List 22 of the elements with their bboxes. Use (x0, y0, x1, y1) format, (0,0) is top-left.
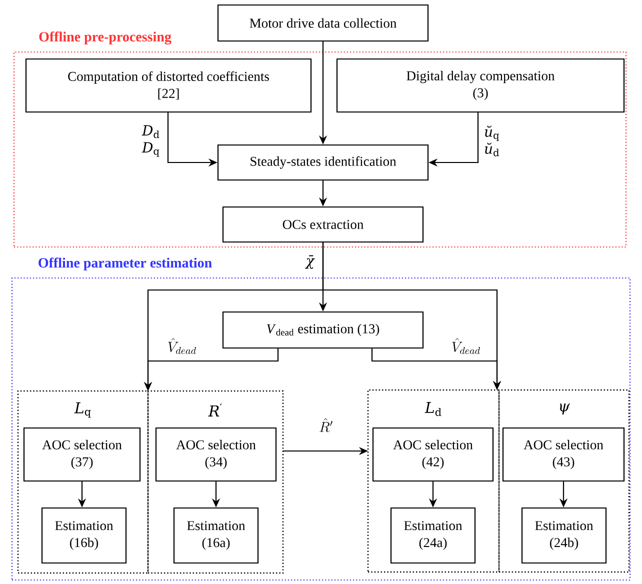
process-box: Computation of distorted coefficients [22] (25, 58, 312, 113)
edge-label: ŭ$_{q}$ ŭ$_{d}$ (484, 126, 500, 156)
edge-label: D$_{d}$ D$_{q}$ (142, 125, 160, 157)
node-label: Offline parameter estimation (38, 258, 212, 270)
edge-label: $\hat{V}_{dead}$ (452, 338, 480, 354)
process-box: Digital delay compensation (3) (336, 58, 625, 113)
process-box: AOC selection (34) (155, 427, 277, 482)
edge-label: $\hat{V}_{dead}$ (168, 338, 196, 354)
process-box: OCs extraction (222, 206, 424, 243)
process-box: Estimation (16a) (173, 507, 259, 564)
node-label: Offline pre-processing (39, 32, 172, 44)
process-box: Estimation (24b) (521, 507, 607, 564)
process-box: Motor drive data collection (217, 4, 429, 42)
edge-label: χ̄ (304, 255, 315, 269)
process-box: AOC selection (43) (502, 427, 625, 482)
process-box: Estimation (24a) (390, 507, 476, 564)
edge-label: $\hat{R}^{\prime}$ (320, 418, 332, 432)
process-box: Steady-states identification (217, 144, 429, 181)
process-box: AOC selection (42) (372, 427, 494, 482)
process-box: V$_{dead}$ estimation (13) (222, 311, 424, 349)
process-box: Estimation (16b) (41, 507, 127, 564)
process-box: AOC selection (37) (23, 427, 141, 482)
